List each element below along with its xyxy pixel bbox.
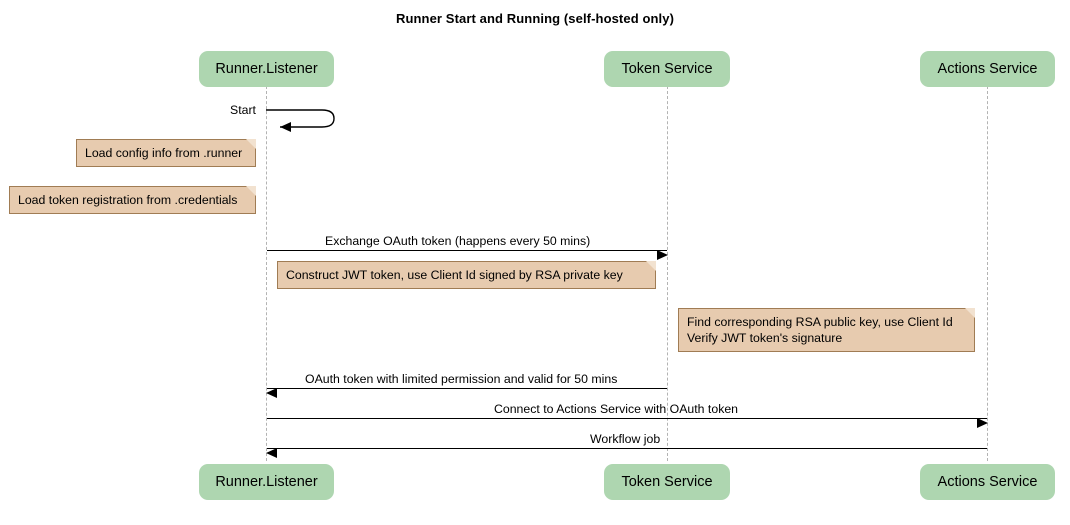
participant-actions-bottom[interactable]: Actions Service — [920, 464, 1055, 500]
message-exchange-oauth-line[interactable] — [267, 250, 667, 251]
message-workflow-job-arrowhead — [266, 448, 277, 458]
self-message-start-loop[interactable] — [264, 103, 340, 133]
message-workflow-job-line[interactable] — [267, 448, 987, 449]
note-fold-edge-icon — [646, 261, 656, 271]
participant-label: Runner.Listener — [215, 474, 318, 490]
participant-token-bottom[interactable]: Token Service — [604, 464, 730, 500]
note-fold-edge-icon — [246, 139, 256, 149]
message-connect-actions-line[interactable] — [267, 418, 987, 419]
note-text-line-2: Verify JWT token's signature — [687, 331, 843, 345]
note-fold-edge-icon — [965, 308, 975, 318]
note-text-line-1: Find corresponding RSA public key, use C… — [687, 315, 953, 329]
message-connect-actions-label: Connect to Actions Service with OAuth to… — [494, 402, 739, 416]
lifeline-runner — [266, 86, 267, 461]
note-text: Load token registration from .credential… — [18, 193, 238, 207]
participant-label: Token Service — [621, 61, 713, 77]
message-connect-actions-arrowhead — [977, 418, 988, 428]
participant-label: Actions Service — [937, 61, 1038, 77]
message-oauth-token-return-arrowhead — [266, 388, 277, 398]
message-workflow-job-label: Workflow job — [590, 432, 661, 446]
participant-runner-bottom[interactable]: Runner.Listener — [199, 464, 334, 500]
participant-label: Actions Service — [937, 474, 1038, 490]
participant-label: Runner.Listener — [215, 61, 318, 77]
note-load-config: Load config info from .runner — [76, 139, 256, 167]
note-construct-jwt: Construct JWT token, use Client Id signe… — [277, 261, 656, 289]
note-fold-edge-icon — [246, 186, 256, 196]
participant-token-top[interactable]: Token Service — [604, 51, 730, 87]
message-oauth-token-return-line[interactable] — [267, 388, 667, 389]
self-message-start-label: Start — [230, 103, 256, 117]
message-exchange-oauth-arrowhead — [657, 250, 668, 260]
note-verify-jwt: Find corresponding RSA public key, use C… — [678, 308, 975, 352]
note-text: Load config info from .runner — [85, 146, 243, 160]
lifeline-token — [667, 86, 668, 461]
page-title: Runner Start and Running (self-hosted on… — [395, 11, 675, 26]
message-oauth-token-return-label: OAuth token with limited permission and … — [305, 372, 618, 386]
participant-actions-top[interactable]: Actions Service — [920, 51, 1055, 87]
participant-label: Token Service — [621, 474, 713, 490]
lifeline-actions — [987, 86, 988, 461]
note-text: Construct JWT token, use Client Id signe… — [286, 268, 623, 282]
participant-runner-top[interactable]: Runner.Listener — [199, 51, 334, 87]
message-exchange-oauth-label: Exchange OAuth token (happens every 50 m… — [325, 234, 591, 248]
note-load-token-registration: Load token registration from .credential… — [9, 186, 256, 214]
